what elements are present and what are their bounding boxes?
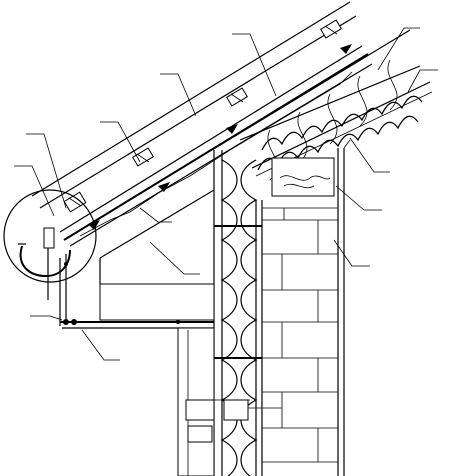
airflow-arrow [88,220,100,230]
leader-line [14,165,55,217]
airflow-arrow [158,182,170,192]
leader-line [407,69,438,93]
window-frame [177,327,282,476]
leader-line [139,207,172,223]
leader-line [377,27,420,71]
leader-line [335,185,382,211]
roof-tiles [63,19,342,213]
fixings [63,225,262,359]
leader-line [349,137,390,173]
tile-block [320,19,342,39]
wall-plate [271,157,335,197]
tile-block [226,87,248,107]
soffit-assembly [59,254,215,329]
tile-block [132,147,154,167]
airflow-arrows [79,44,353,237]
leader-line [26,133,67,209]
leader-line [149,241,200,275]
leader-line [100,121,141,163]
fixing-screw [176,320,180,324]
fixing-screw [71,319,77,325]
leader-line [160,73,197,117]
gutter-detail [3,189,97,300]
leader-line [30,315,63,321]
leader-line [81,329,120,361]
external-wall [213,139,351,476]
roof-insulation [257,59,423,181]
fixing-screw [63,319,69,325]
leader-line [333,239,370,267]
leader-lines [14,27,438,361]
airflow-arrow [226,124,238,134]
fixing-screw [64,262,68,266]
leader-line [232,33,277,97]
airflow-arrow [340,44,352,54]
